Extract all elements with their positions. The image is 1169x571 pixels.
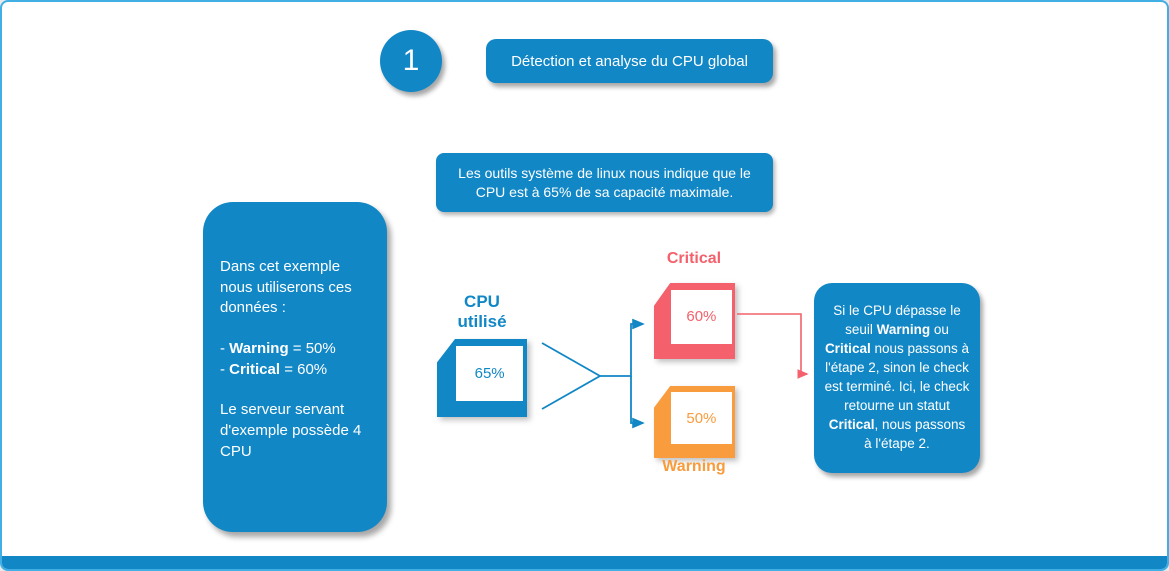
step-number: 1 bbox=[402, 44, 420, 77]
step-title-box: Détection et analyse du CPU global bbox=[486, 39, 773, 83]
step-title-text: Détection et analyse du CPU global bbox=[511, 52, 748, 70]
branch-to-warning-arrow bbox=[630, 376, 645, 429]
step-number-badge: 1 bbox=[380, 30, 442, 92]
threshold-list: - Warning = 50% - Critical = 60% bbox=[220, 339, 372, 380]
critical-threshold-item: - Critical = 60% bbox=[220, 360, 372, 381]
result-text-part: ou bbox=[930, 322, 949, 338]
result-explanation-box: Si le CPU dépasse le seuil Warning ou Cr… bbox=[814, 283, 980, 473]
critical-to-result-arrow bbox=[737, 313, 809, 379]
branch-to-critical-arrow bbox=[600, 318, 645, 377]
warning-cube-value: 50% bbox=[671, 392, 732, 444]
result-text-critical: Critical bbox=[824, 341, 871, 357]
warning-item-prefix: - bbox=[220, 340, 230, 358]
critical-item-prefix: - bbox=[220, 360, 230, 378]
result-text-critical-status: Critical bbox=[828, 416, 875, 432]
example-data-box: Dans cet exemple nous utiliserons ces do… bbox=[203, 202, 387, 532]
cpu-cube-value: 65% bbox=[455, 346, 524, 402]
warning-threshold-item: - Warning = 50% bbox=[220, 339, 372, 360]
result-text-warning: Warning bbox=[876, 322, 931, 338]
bottom-accent-bar bbox=[2, 556, 1167, 569]
warning-item-value: = 50% bbox=[288, 340, 336, 358]
critical-cube-value: 60% bbox=[671, 289, 732, 344]
example-intro: Dans cet exemple nous utiliserons ces do… bbox=[220, 258, 352, 317]
result-text-part: Si le CPU dépasse le seuil bbox=[833, 303, 961, 338]
cpu-used-label: CPU utilisé bbox=[457, 292, 507, 332]
cpu-info-box: Les outils système de linux nous indique… bbox=[436, 153, 773, 212]
cpu-info-text: Les outils système de linux nous indique… bbox=[458, 164, 751, 200]
result-text-part: nous passons à l'étape 2, sinon le check… bbox=[824, 341, 970, 413]
split-chevron bbox=[541, 342, 602, 410]
cpu-used-cube: 65% bbox=[437, 339, 527, 417]
critical-label: Critical bbox=[666, 250, 722, 267]
result-text-part: , nous passons à l'étape 2. bbox=[864, 416, 966, 451]
critical-item-value: = 60% bbox=[280, 360, 328, 378]
critical-item-name: Critical bbox=[229, 360, 281, 378]
warning-threshold-cube: 50% bbox=[654, 386, 735, 458]
warning-label: Warning bbox=[662, 458, 726, 475]
example-footer: Le serveur servant d'exemple possède 4 C… bbox=[220, 401, 362, 460]
result-explanation-text: Si le CPU dépasse le seuil Warning ou Cr… bbox=[824, 302, 970, 453]
critical-threshold-cube: 60% bbox=[654, 283, 735, 359]
warning-item-name: Warning bbox=[229, 340, 289, 358]
